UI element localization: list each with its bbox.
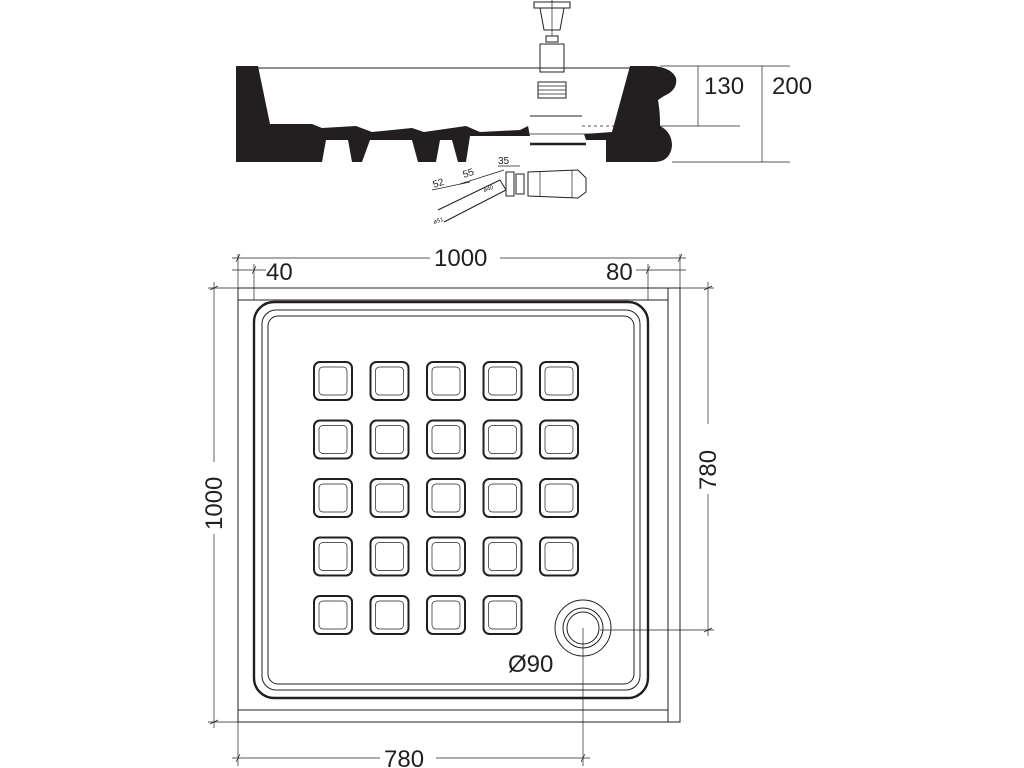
anti-slip-pad bbox=[426, 536, 466, 577]
anti-slip-pad bbox=[426, 478, 466, 518]
dim-d51: ø51 bbox=[433, 217, 445, 226]
dim-height-1000: 1000 bbox=[201, 477, 228, 530]
tray-section-left bbox=[236, 66, 306, 162]
plan-view: Ø90 1000 40 80 1000 780 bbox=[201, 245, 722, 768]
dim-52: 52 bbox=[432, 177, 446, 191]
anti-slip-pad-grid bbox=[313, 361, 579, 635]
dim-200: 200 bbox=[772, 73, 812, 100]
dim-rim-40: 40 bbox=[266, 259, 293, 286]
anti-slip-pad bbox=[313, 478, 353, 518]
anti-slip-pad-inner bbox=[544, 483, 574, 513]
anti-slip-pad bbox=[369, 361, 410, 401]
drain-nut bbox=[545, 35, 559, 43]
anti-slip-pad bbox=[369, 478, 410, 518]
anti-slip-pad bbox=[313, 595, 353, 635]
dim-width-1000: 1000 bbox=[434, 245, 487, 272]
dim-rim-80: 80 bbox=[606, 259, 633, 286]
anti-slip-pad bbox=[313, 419, 353, 460]
anti-slip-pad-inner bbox=[488, 542, 517, 571]
anti-slip-pad-inner bbox=[318, 542, 348, 571]
anti-slip-pad bbox=[539, 361, 579, 401]
anti-slip-pad bbox=[426, 361, 466, 401]
anti-slip-pad-inner bbox=[544, 542, 574, 571]
anti-slip-pad bbox=[539, 419, 579, 460]
drain-assembly bbox=[533, 0, 571, 99]
anti-slip-pad bbox=[482, 478, 523, 518]
tray-outer-edge bbox=[237, 287, 681, 723]
anti-slip-pad bbox=[369, 536, 410, 577]
waste-pipe-detail: 52 55 35 ø40 ø51 bbox=[432, 156, 587, 226]
tray-section-right bbox=[584, 66, 677, 162]
anti-slip-pad bbox=[426, 419, 466, 460]
tray-section-bottom bbox=[268, 124, 530, 162]
anti-slip-pad-inner bbox=[318, 600, 348, 630]
tray-basin-outer bbox=[252, 300, 650, 700]
anti-slip-pad bbox=[482, 361, 523, 401]
height-dimensions: 130 200 bbox=[632, 65, 812, 163]
anti-slip-pad-inner bbox=[488, 600, 517, 630]
anti-slip-pad-inner bbox=[375, 366, 404, 396]
anti-slip-pad-inner bbox=[544, 425, 574, 454]
anti-slip-pad bbox=[482, 595, 523, 635]
anti-slip-pad-inner bbox=[488, 425, 517, 454]
tray-basin-inner bbox=[261, 309, 641, 691]
drain-sleeve bbox=[539, 43, 565, 73]
anti-slip-pad bbox=[482, 419, 523, 460]
anti-slip-pad-inner bbox=[488, 483, 517, 513]
anti-slip-pad bbox=[369, 419, 410, 460]
anti-slip-pad bbox=[369, 595, 410, 635]
dim-d40: ø40 bbox=[483, 185, 495, 194]
anti-slip-pad-inner bbox=[375, 600, 404, 630]
anti-slip-pad bbox=[426, 595, 466, 635]
anti-slip-pad-inner bbox=[431, 366, 461, 396]
dim-drain-x-780: 780 bbox=[384, 746, 424, 768]
anti-slip-pad-inner bbox=[544, 366, 574, 396]
anti-slip-pad-inner bbox=[375, 483, 404, 513]
anti-slip-pad-inner bbox=[318, 425, 348, 454]
anti-slip-pad-inner bbox=[431, 600, 461, 630]
anti-slip-pad-inner bbox=[488, 366, 517, 396]
anti-slip-pad-inner bbox=[318, 483, 348, 513]
dim-55: 55 bbox=[462, 167, 476, 181]
anti-slip-pad-inner bbox=[375, 425, 404, 454]
anti-slip-pad-inner bbox=[375, 542, 404, 571]
anti-slip-pad-inner bbox=[318, 366, 348, 396]
anti-slip-pad-inner bbox=[431, 483, 461, 513]
anti-slip-pad-inner bbox=[431, 425, 461, 454]
anti-slip-pad-inner bbox=[431, 542, 461, 571]
dim-35: 35 bbox=[498, 156, 510, 167]
dim-130: 130 bbox=[704, 73, 744, 100]
anti-slip-pad bbox=[539, 478, 579, 518]
section-view: 130 200 52 55 35 ø40 ø51 bbox=[236, 0, 812, 226]
anti-slip-pad bbox=[482, 536, 523, 577]
tray-basin-floor bbox=[267, 315, 635, 685]
anti-slip-pad bbox=[313, 361, 353, 401]
dim-drain-diameter: Ø90 bbox=[508, 651, 553, 678]
dim-drain-y-780: 780 bbox=[695, 450, 722, 490]
anti-slip-pad bbox=[539, 536, 579, 577]
anti-slip-pad bbox=[313, 536, 353, 577]
